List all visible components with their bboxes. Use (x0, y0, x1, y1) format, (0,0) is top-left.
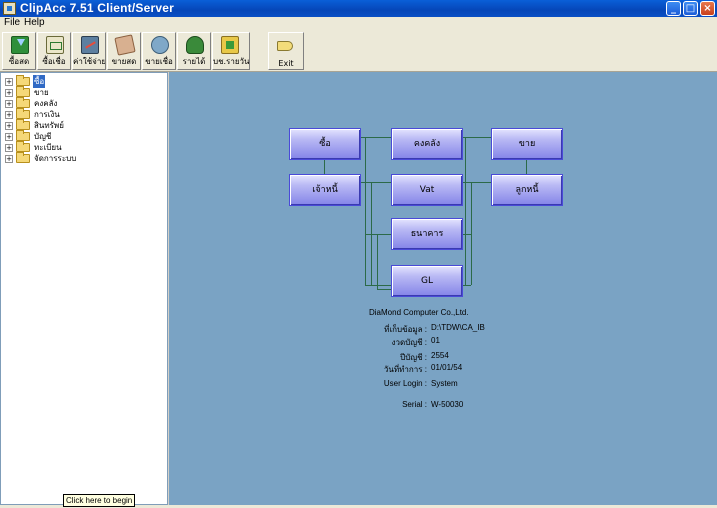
expand-icon[interactable]: + (5, 133, 13, 141)
toolbar-button-label: รายได้ (182, 57, 206, 66)
vat-module-button[interactable]: Vat (391, 174, 463, 206)
toolbar: ซื้อสด ซื้อเชื่อ ค่าใช้จ่าย ขายสด ขายเชื… (0, 30, 717, 72)
expand-icon[interactable]: + (5, 155, 13, 163)
tree-item-label: การเงิน (34, 110, 60, 119)
maximize-button[interactable]: □ (683, 1, 698, 16)
gl-module-button[interactable]: GL (391, 265, 463, 297)
cash-purchase-button[interactable]: ซื้อสด (2, 32, 36, 70)
exit-button[interactable]: Exit (268, 32, 304, 70)
date-value: 01/01/54 (431, 363, 463, 372)
cash-sale-button[interactable]: ขายสด (107, 32, 141, 70)
workspace: ซื้อ คงคลัง ขาย เจ้าหนี้ Vat ลูกหนี้ ธนา… (169, 72, 717, 505)
toolbar-button-label: ขายเชื่อ (145, 57, 173, 66)
expense-icon (81, 36, 99, 54)
connector-line (324, 160, 325, 175)
title-bar[interactable]: ClipAcc 7.51 Client/Server _ □ × (0, 0, 717, 17)
module-tree[interactable]: + ซื้อ + ขาย + คงคลัง + การเงิน + สินทรั… (0, 72, 168, 505)
expand-icon[interactable]: + (5, 78, 13, 86)
user-login-value: System (431, 379, 458, 388)
toolbar-button-label: บช.รายวัน (213, 57, 249, 66)
credit-purchase-button[interactable]: ซื้อเชื่อ (37, 32, 71, 70)
menu-help[interactable]: Help (24, 17, 45, 28)
year-label: ปีบัญชี : (400, 353, 427, 362)
credit-sale-button[interactable]: ขายเชื่อ (142, 32, 176, 70)
company-name: DiaMond Computer Co.,Ltd. (369, 308, 469, 317)
connector-line (365, 285, 391, 286)
expand-icon[interactable]: + (5, 122, 13, 130)
data-path-value: D:\TDW\CA_IB (431, 323, 485, 332)
tree-item-label: คงคลัง (34, 99, 58, 108)
bank-module-button[interactable]: ธนาคาร (391, 218, 463, 250)
folder-icon (16, 130, 30, 141)
tree-item-label: ขาย (34, 88, 49, 97)
toolbar-button-label: ค่าใช้จ่าย (73, 57, 105, 66)
folder-icon (16, 97, 30, 108)
connector-line (377, 289, 391, 290)
inventory-module-button[interactable]: คงคลัง (391, 128, 463, 160)
user-login-label: User Login : (383, 379, 427, 388)
connector-line (463, 285, 471, 286)
receivable-module-button[interactable]: ลูกหนี้ (491, 174, 563, 206)
toolbar-button-label: ขายสด (111, 57, 137, 66)
tree-item-label: จัดการระบบ (34, 154, 77, 163)
connector-line (471, 182, 472, 285)
connector-line (361, 182, 391, 183)
minimize-button[interactable]: _ (666, 1, 681, 16)
connector-line (463, 137, 491, 138)
connector-line (365, 137, 366, 285)
expand-icon[interactable]: + (5, 144, 13, 152)
connector-line (463, 234, 471, 235)
app-icon (3, 2, 16, 15)
exit-icon (277, 41, 293, 51)
connector-line (371, 182, 372, 285)
serial-label: Serial : (402, 400, 427, 409)
income-icon (186, 36, 204, 54)
tree-item-label: บัญชี (34, 132, 52, 141)
serial-value: W-50030 (431, 400, 464, 409)
folder-icon (16, 108, 30, 119)
tree-item-label: ซื้อ (33, 75, 46, 88)
period-value: 01 (431, 336, 440, 345)
expand-icon[interactable]: + (5, 100, 13, 108)
cash-sale-icon (114, 34, 136, 56)
window-title: ClipAcc 7.51 Client/Server (20, 1, 174, 15)
folder-icon (16, 141, 30, 152)
folder-icon (16, 119, 30, 130)
toolbar-button-label: ซื้อสด (8, 57, 30, 66)
daily-journal-icon (221, 36, 239, 54)
expand-icon[interactable]: + (5, 111, 13, 119)
start-tooltip: Click here to begin (63, 494, 136, 507)
connector-line (465, 137, 466, 285)
close-button[interactable]: × (700, 1, 715, 16)
credit-sale-icon (151, 36, 169, 54)
folder-icon (16, 152, 30, 163)
connector-line (377, 234, 378, 289)
tree-item-label: สินทรัพย์ (34, 121, 64, 130)
folder-icon (16, 75, 30, 86)
period-label: งวดบัญชี : (391, 338, 427, 347)
data-path-label: ที่เก็บข้อมูล : (384, 325, 427, 334)
toolbar-button-label: Exit (278, 59, 294, 68)
buy-icon (11, 36, 29, 54)
daily-journal-button[interactable]: บช.รายวัน (212, 32, 250, 70)
payable-module-button[interactable]: เจ้าหนี้ (289, 174, 361, 206)
folder-icon (16, 86, 30, 97)
connector-line (526, 160, 527, 175)
year-value: 2554 (431, 351, 449, 360)
expense-button[interactable]: ค่าใช้จ่าย (72, 32, 106, 70)
status-bar (0, 505, 717, 508)
menu-bar: File Help (0, 17, 717, 30)
toolbar-button-label: ซื้อเชื่อ (42, 57, 66, 66)
tree-item-label: ทะเบียน (34, 143, 62, 152)
connector-line (365, 234, 391, 235)
connector-line (463, 182, 491, 183)
menu-file[interactable]: File (4, 17, 21, 28)
income-button[interactable]: รายได้ (177, 32, 211, 70)
date-label: วันที่ทำการ : (383, 365, 427, 374)
bill-icon (46, 36, 64, 54)
connector-line (361, 137, 391, 138)
sell-module-button[interactable]: ขาย (491, 128, 563, 160)
expand-icon[interactable]: + (5, 89, 13, 97)
buy-module-button[interactable]: ซื้อ (289, 128, 361, 160)
